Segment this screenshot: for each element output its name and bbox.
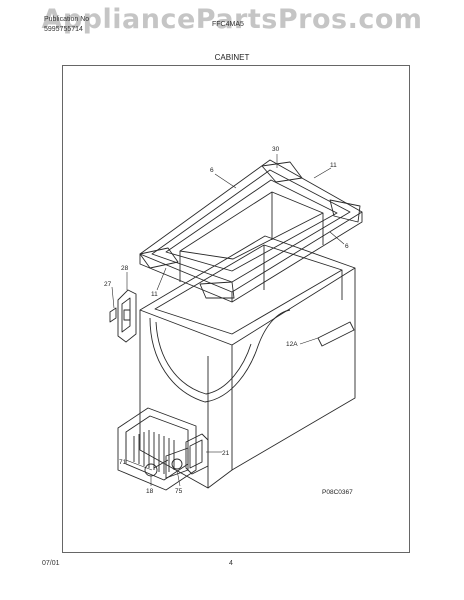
footer-date: 07/01 [42, 560, 60, 567]
part-label-75: 75 [175, 488, 183, 495]
watermark: AppliancePartsPros.com [41, 4, 423, 35]
part-label-11-top: 11 [330, 162, 337, 169]
part-label-6-right: 6 [345, 243, 349, 250]
part-label-30: 30 [272, 146, 280, 153]
tag-12a [317, 321, 355, 347]
hinge-assembly [109, 289, 137, 343]
thermostat-bracket [185, 433, 209, 475]
leader-lines [111, 154, 345, 487]
part-label-21: 21 [222, 450, 230, 457]
section-title: CABINET [214, 53, 250, 62]
publication-number: 5995755714 [44, 26, 83, 33]
part-label-71: 71 [119, 459, 127, 466]
part-label-11-left: 11 [151, 291, 158, 298]
part-label-6-top: 6 [210, 167, 214, 174]
part-label-12a: 12A [286, 341, 298, 348]
cabinet-body [139, 235, 356, 489]
diagram-frame [62, 65, 410, 553]
publication-label: Publication No [44, 16, 90, 23]
part-label-27: 27 [104, 281, 112, 288]
part-label-28: 28 [121, 265, 129, 272]
diagram-code: P08C0367 [322, 489, 353, 496]
footer-page: 4 [229, 560, 233, 567]
part-label-18: 18 [146, 488, 154, 495]
model-number: FFC4MA5 [212, 21, 244, 28]
breaker-frame [139, 159, 363, 303]
